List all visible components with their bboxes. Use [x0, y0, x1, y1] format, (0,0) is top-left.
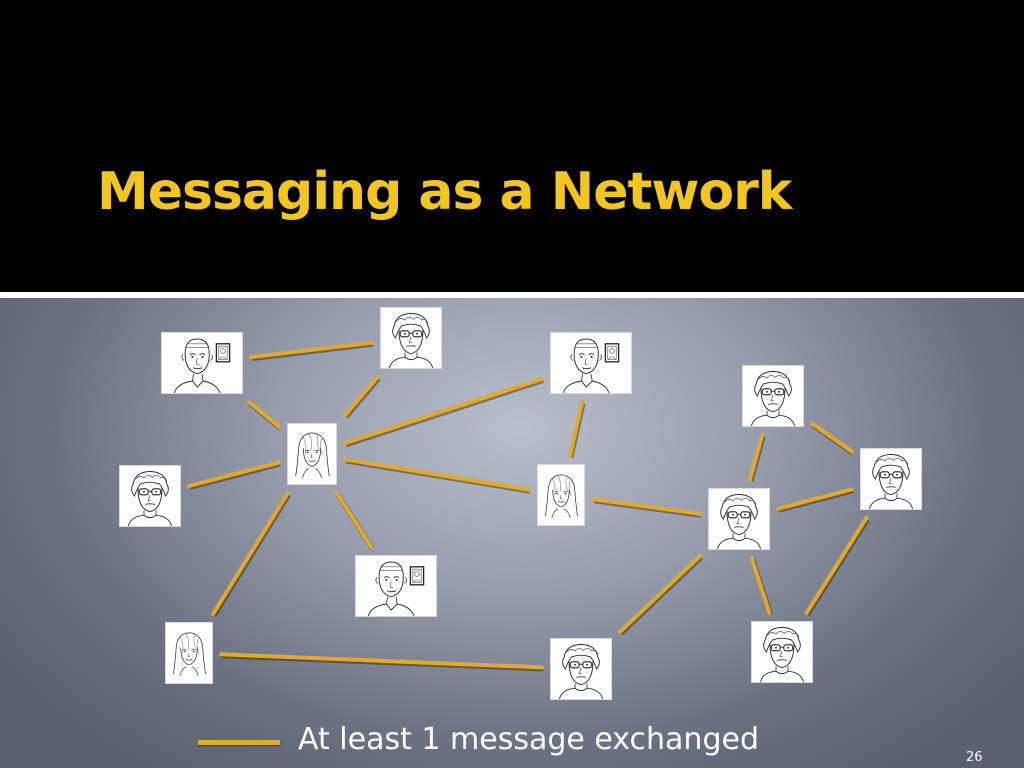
man-with-picture-frame-icon: [367, 561, 425, 616]
edge-woman-glasses-far-right-woman-glasses-bottom-right: [804, 516, 869, 615]
node-man-frame-1: [161, 332, 243, 394]
edge-woman-long-hair-center-man-frame-3: [334, 491, 374, 549]
edge-woman-glasses-right-mid-woman-glasses-bottom-right: [749, 556, 772, 615]
older-woman-glasses-icon: [759, 626, 805, 682]
legend-line-swatch: [198, 740, 280, 745]
node-woman-glasses-right-top: [742, 365, 804, 427]
edge-woman-glasses-right-top-woman-glasses-far-right: [810, 421, 854, 454]
edge-woman-glasses-right-top-woman-glasses-right-mid: [747, 433, 765, 482]
node-man-frame-2: [550, 332, 632, 394]
edge-man-frame-1-woman-glasses-top: [249, 340, 374, 360]
older-woman-glasses-icon: [127, 470, 173, 526]
node-woman-long-hair-bottom: [165, 622, 213, 684]
edge-woman-long-hair-bottom-woman-glasses-bottom: [219, 652, 544, 670]
edge-woman-long-hair-center-woman-long-hair-mid: [343, 457, 531, 492]
title-divider: [0, 292, 1024, 298]
young-woman-long-hair-icon: [172, 632, 206, 677]
edge-man-frame-1-woman-long-hair-center: [247, 400, 281, 429]
node-man-frame-3: [355, 555, 437, 617]
young-woman-long-hair-icon: [544, 474, 578, 519]
older-woman-glasses-icon: [716, 493, 762, 549]
older-woman-glasses-icon: [868, 453, 914, 509]
young-woman-long-hair-icon: [295, 432, 330, 479]
edge-woman-glasses-right-mid-woman-glasses-bottom: [618, 554, 702, 634]
edge-woman-long-hair-center-woman-glasses-left: [187, 460, 281, 488]
edge-woman-long-hair-mid-woman-glasses-right-mid: [591, 497, 702, 516]
node-woman-glasses-far-right: [860, 448, 922, 510]
edge-woman-long-hair-center-man-frame-2: [343, 376, 544, 446]
older-woman-glasses-icon: [750, 370, 796, 426]
title-band: Messaging as a Network: [0, 0, 1024, 292]
edge-man-frame-2-woman-long-hair-mid: [567, 400, 585, 458]
man-with-picture-frame-icon: [562, 338, 620, 393]
node-woman-glasses-top: [380, 307, 442, 369]
older-woman-glasses-icon: [388, 312, 434, 368]
page-number: 26: [966, 750, 983, 765]
node-woman-glasses-bottom-right: [751, 621, 813, 683]
legend-label: At least 1 message exchanged: [298, 722, 759, 757]
man-with-picture-frame-icon: [173, 338, 231, 393]
edge-woman-glasses-top-woman-long-hair-center: [343, 375, 380, 418]
node-woman-long-hair-mid: [537, 464, 585, 526]
older-woman-glasses-icon: [558, 643, 604, 699]
node-woman-glasses-left: [119, 465, 181, 527]
node-woman-glasses-bottom: [550, 638, 612, 700]
edge-woman-long-hair-center-woman-long-hair-bottom: [211, 491, 290, 616]
slide-title: Messaging as a Network: [97, 162, 792, 222]
edge-woman-glasses-right-mid-woman-glasses-far-right: [776, 487, 854, 511]
node-woman-long-hair-center: [287, 423, 337, 485]
node-woman-glasses-right-mid: [708, 488, 770, 550]
